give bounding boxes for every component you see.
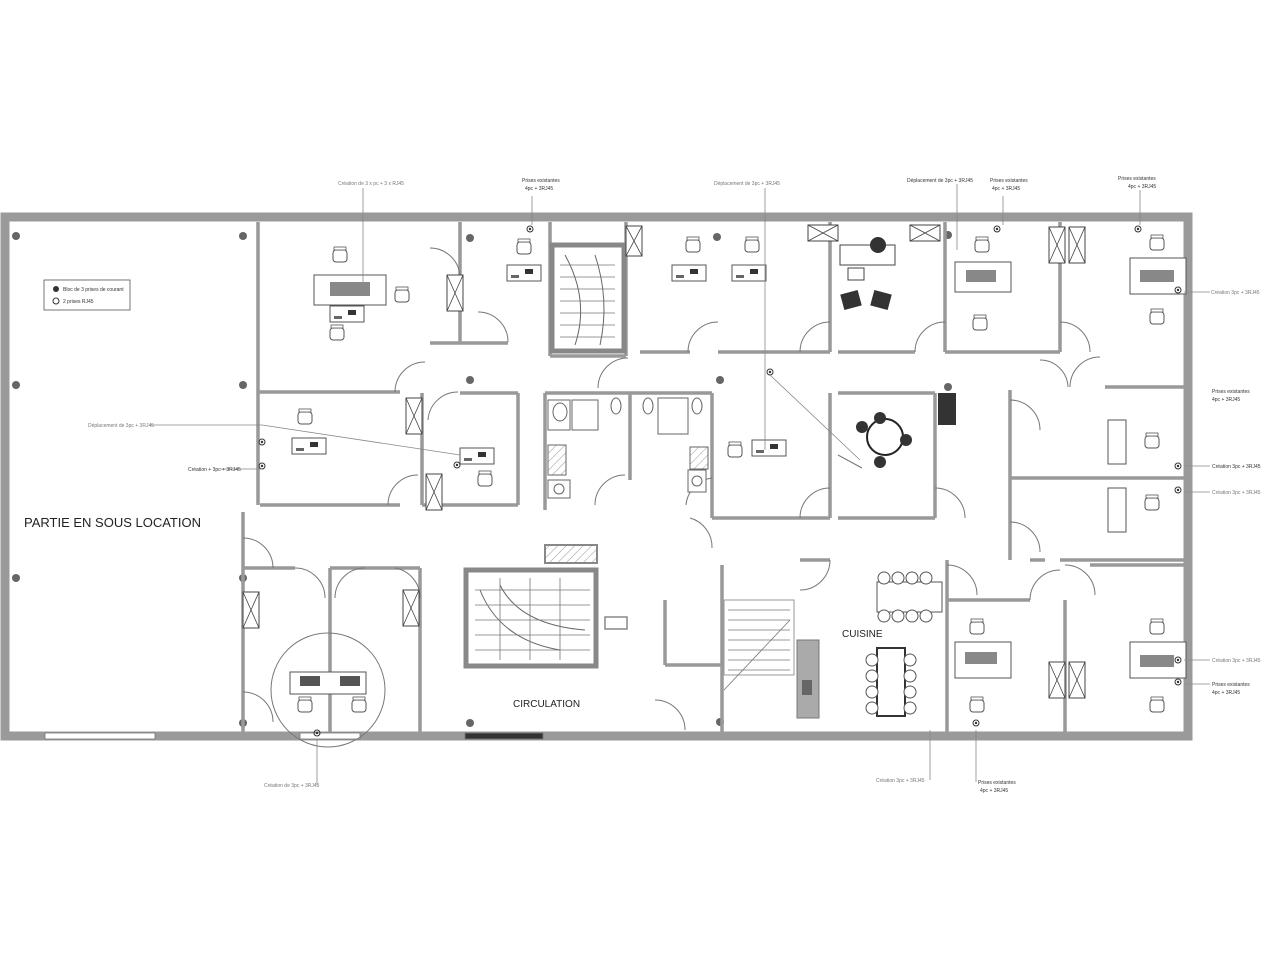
workstations [270, 234, 1187, 748]
annotation-right-4: Création 3pc + 3RJ45 [1212, 490, 1261, 496]
legend-open-circle-icon [52, 297, 60, 305]
outer-wall [0, 212, 1193, 741]
annotation-right-6b: 4pc + 3RJ45 [1212, 690, 1240, 696]
annotation-leaders [150, 184, 1210, 785]
annotation-top-4: Déplacement de 3pc + 3RJ45 [907, 178, 973, 184]
annotation-top-5b: 4pc + 3RJ45 [992, 186, 1020, 192]
power-outlets [258, 225, 1182, 737]
upper-staircase [549, 242, 627, 354]
annotation-bottom-2: Création 3pc + 3RJ45 [876, 778, 925, 784]
legend-filled-circle-icon [53, 286, 59, 292]
annotations: Création de 3 x pc + 3 x RJ45 Prises exi… [88, 176, 1261, 794]
annotation-right-1: Création 3pc + 3RJ45 [1211, 290, 1260, 296]
legend-item-rj45: 2 prises RJ45 [63, 299, 94, 305]
room-label-sublet: PARTIE EN SOUS LOCATION [24, 515, 201, 530]
annotation-top-3: Déplacement de 3pc + 3RJ45 [714, 181, 780, 187]
annotation-top-1: Création de 3 x pc + 3 x RJ45 [338, 181, 404, 187]
annotation-bottom-3b: 4pc + 3RJ45 [980, 788, 1008, 794]
round-meeting-table [837, 393, 956, 469]
annotation-bottom-1: Création de 3pc + 3RJ45 [264, 783, 320, 789]
annotation-right-3: Création 3pc + 3RJ45 [1212, 464, 1261, 470]
annotation-top-5a: Prises existantes [990, 178, 1028, 184]
annotation-left-2: Création + 3pc + 3RJ45 [188, 467, 241, 473]
annotation-right-6a: Prises existantes [1212, 682, 1250, 688]
annotation-top-2a: Prises existantes [522, 178, 560, 184]
annotation-right-2b: 4pc + 3RJ45 [1212, 397, 1240, 403]
annotation-right-2a: Prises existantes [1212, 389, 1250, 395]
annotation-right-5: Création 3pc + 3RJ45 [1212, 658, 1261, 664]
annotation-top-6a: Prises existantes [1118, 176, 1156, 182]
service-staircase [723, 599, 795, 691]
room-label-kitchen: CUISINE [842, 629, 883, 640]
room-label-circulation: CIRCULATION [513, 699, 580, 710]
kitchen-furniture [796, 571, 943, 719]
door-swings [242, 247, 1101, 731]
annotation-top-6b: 4pc + 3RJ45 [1128, 184, 1156, 190]
restrooms [547, 397, 709, 499]
legend-box: Bloc de 3 prises de courant 2 prises RJ4… [43, 279, 131, 311]
annotation-top-2b: 4pc + 3RJ45 [525, 186, 553, 192]
annotation-bottom-3a: Prises existantes [978, 780, 1016, 786]
director-office [839, 237, 896, 311]
annotation-left-1: Déplacement de 3pc + 3RJ45 [88, 423, 154, 429]
main-staircase [463, 544, 628, 669]
legend-item-outlets: Bloc de 3 prises de courant [63, 287, 124, 293]
storage-cabinets [242, 224, 1086, 699]
